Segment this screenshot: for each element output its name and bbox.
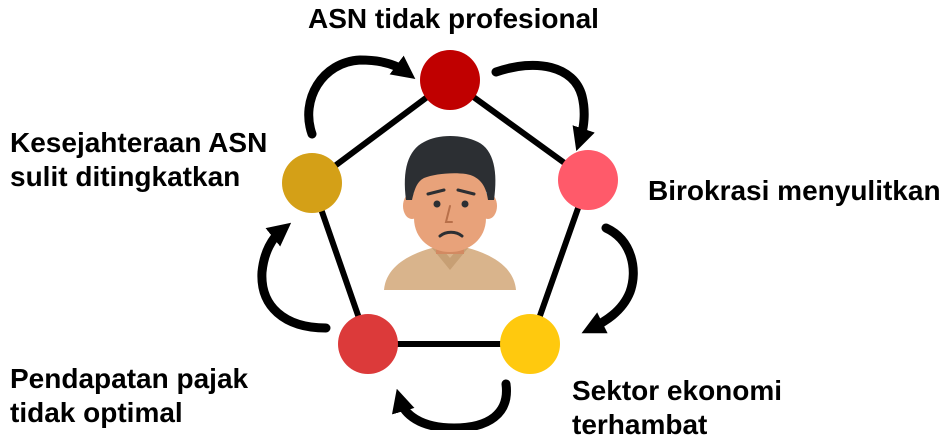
node-birokrasi-menyulitkan bbox=[558, 150, 618, 210]
label-line: Birokrasi menyulitkan bbox=[648, 175, 941, 206]
cycle-arrow-top-to-right bbox=[491, 60, 595, 152]
vicious-cycle-diagram bbox=[257, 50, 638, 430]
cycle-arrow-right-to-bottomright bbox=[581, 223, 638, 334]
figure-left-eye bbox=[433, 200, 441, 208]
figure-left-eyebrow bbox=[426, 188, 446, 196]
figure-nose bbox=[444, 205, 453, 223]
label-line: Pendapatan pajak bbox=[10, 363, 249, 394]
label-line: terhambat bbox=[572, 409, 708, 440]
worried-civil-servant-icon bbox=[384, 136, 516, 290]
figure-mouth bbox=[438, 230, 464, 238]
node-asn-tidak-profesional bbox=[420, 50, 480, 110]
label-line: Sektor ekonomi bbox=[572, 375, 783, 406]
label-sektor-ekonomi-terhambat: Sektor ekonomi terhambat bbox=[572, 374, 782, 442]
label-asn-tidak-profesional: ASN tidak profesional bbox=[308, 2, 599, 36]
label-birokrasi-menyulitkan: Birokrasi menyulitkan bbox=[648, 174, 941, 208]
label-pendapatan-pajak-tidak-optimal: Pendapatan pajak tidak optimal bbox=[10, 362, 248, 430]
label-line: ASN tidak profesional bbox=[308, 3, 599, 34]
cycle-arrow-bottomleft-to-left bbox=[257, 222, 331, 333]
label-line: Kesejahteraan ASN bbox=[10, 127, 268, 158]
node-pendapatan-pajak-tidak-optimal bbox=[338, 314, 398, 374]
figure-face bbox=[414, 152, 486, 252]
cycle-arrow-left-to-top bbox=[304, 55, 416, 139]
figure-right-eye bbox=[461, 200, 469, 208]
cycle-arrows bbox=[257, 55, 638, 430]
figure-hair bbox=[404, 136, 496, 200]
label-line: sulit ditingkatkan bbox=[10, 161, 241, 192]
cycle-nodes bbox=[282, 50, 618, 374]
figure-right-eyebrow bbox=[456, 188, 476, 196]
node-sektor-ekonomi-terhambat bbox=[500, 314, 560, 374]
cycle-arrow-bottomright-to-bottomleft bbox=[391, 379, 511, 430]
node-kesejahteraan-asn-sulit-ditingkatkan bbox=[282, 153, 342, 213]
label-line: tidak optimal bbox=[10, 397, 183, 428]
label-kesejahteraan-asn-sulit-ditingkatkan: Kesejahteraan ASN sulit ditingkatkan bbox=[10, 126, 267, 194]
